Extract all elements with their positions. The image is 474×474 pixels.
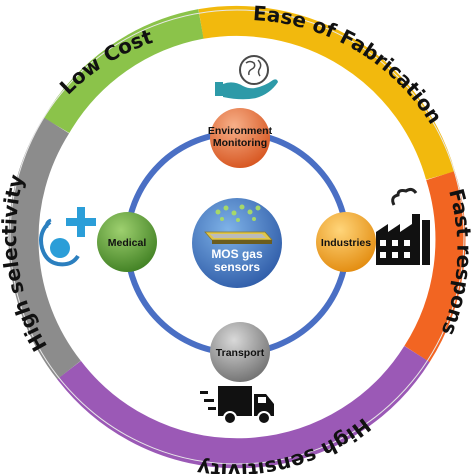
node-environment-line1: Environment bbox=[208, 125, 273, 137]
center-node: MOS gas sensors bbox=[192, 198, 282, 288]
node-medical: Medical bbox=[97, 212, 157, 272]
outer-ring bbox=[8, 5, 466, 469]
ring-segment-fast-response bbox=[404, 171, 466, 363]
center-label-line1: MOS gas bbox=[211, 247, 263, 261]
sensor-chip-icon bbox=[204, 231, 273, 244]
ring-segment-low-cost bbox=[43, 9, 204, 134]
ring-segment-high-selectivity bbox=[8, 117, 81, 380]
ring-segment-high-sensitivity bbox=[57, 346, 430, 469]
globe-hand-icon bbox=[215, 55, 278, 100]
node-transport-label: Transport bbox=[216, 347, 265, 359]
medical-cross-icon bbox=[39, 207, 96, 267]
node-transport: Transport bbox=[210, 322, 270, 382]
node-industries: Industries bbox=[316, 212, 376, 272]
factory-icon bbox=[376, 187, 430, 265]
center-label-line2: sensors bbox=[214, 260, 260, 274]
gas-particles-icon bbox=[215, 204, 261, 222]
ring-segment-ease-of-fabrication bbox=[198, 5, 455, 180]
node-environment-line2: Monitoring bbox=[213, 137, 267, 149]
ring-label-fast-response: Fast response bbox=[0, 0, 474, 339]
node-medical-label: Medical bbox=[108, 237, 147, 249]
node-industries-label: Industries bbox=[321, 237, 371, 249]
delivery-truck-icon bbox=[200, 386, 274, 425]
node-environment-monitoring: Environment Monitoring bbox=[208, 108, 273, 168]
